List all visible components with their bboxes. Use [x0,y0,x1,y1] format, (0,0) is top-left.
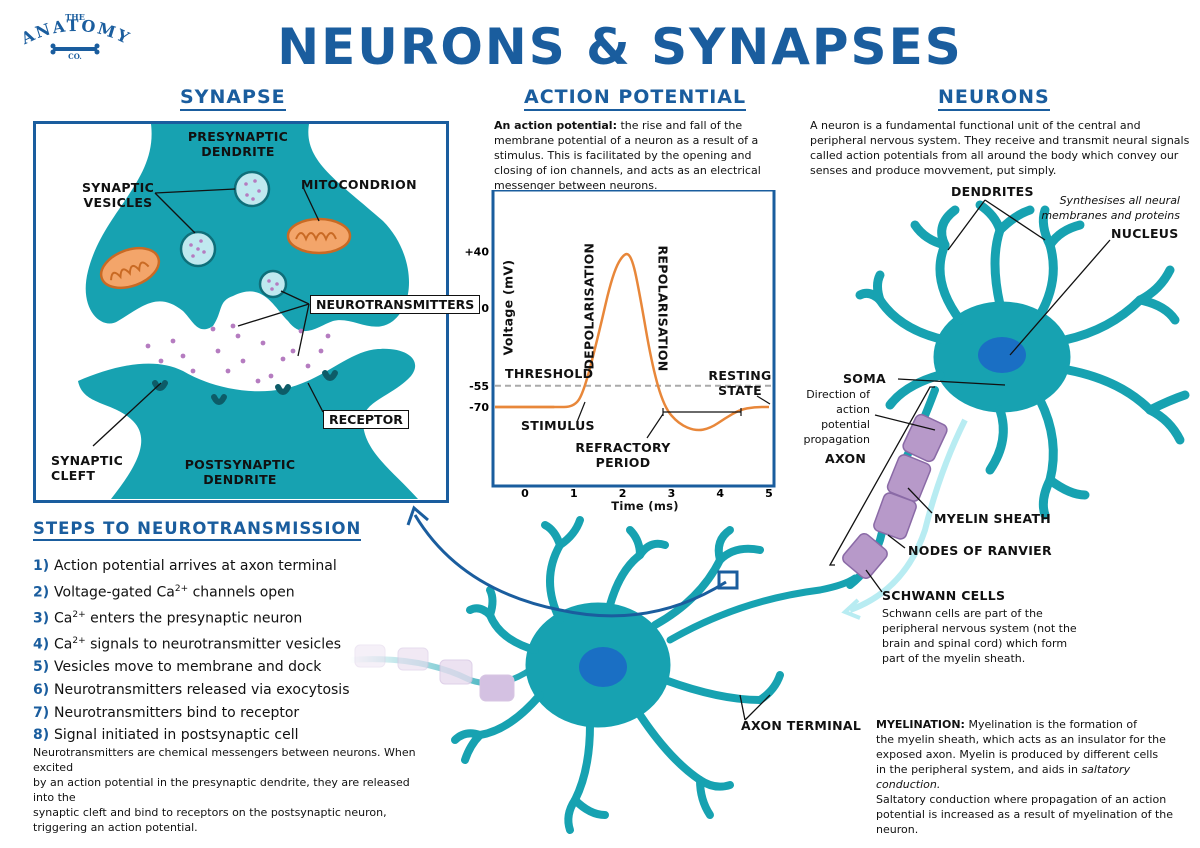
receptors [152,370,338,405]
upper-nucleus [978,337,1026,373]
step-number: 5) [33,659,55,676]
neurotransmitter-dots [145,323,331,384]
neurons-description: A neuron is a fundamental functional uni… [810,119,1190,177]
zoom-arrow [413,514,727,618]
mitocondrion-label: MITOCONDRION [301,177,417,192]
step-number: 3) [33,610,55,627]
dendrites-label: DENDRITES [951,184,1034,199]
anatomy-co-logo: THE ANATOMY CO. [17,8,133,61]
myelin-sheath-label: MYELIN SHEATH [934,511,1052,526]
presynaptic-dendrite [85,124,410,332]
axon-terminal-label: AXON TERMINAL [741,718,862,733]
direction-arrow [848,418,968,613]
myelination-description: MYELINATION: Myelination is the formatio… [876,718,1174,836]
y-tick-label: 0 [481,302,489,315]
soma-label: SOMA [843,371,886,386]
step-item: 7) Neurotransmitters bind to receptor [33,704,300,721]
receptor-label: RECEPTOR [323,410,409,429]
y-tick-label: +40 [465,245,489,258]
svg-text:THE: THE [65,12,85,22]
schwann-cells-label: SCHWANN CELLS [882,588,1006,603]
neurons-title: NEURONS [938,86,1050,111]
step-number: 4) [33,636,55,653]
step-number: 7) [33,704,55,721]
action-potential-description: An action potential: the rise and fall o… [494,119,761,192]
nodes-of-ranvier-label: NODES OF RANVIER [908,543,1052,558]
x-tick-label: 4 [716,487,724,500]
step-item: 2) Voltage-gated Ca2+ channels open [33,583,295,601]
step-item: 8) Signal initiated in postsynaptic cell [33,727,299,744]
x-tick-label: 3 [668,487,676,500]
zoom-box [717,570,739,590]
x-tick-label: 0 [521,487,529,500]
step-number: 8) [33,727,55,744]
y-tick-label: -55 [469,380,489,393]
y-tick-label: -70 [469,401,489,414]
action-potential-title: ACTION POTENTIAL [524,86,747,111]
myelin-sheath-cells [842,413,948,580]
faded-myelin [354,644,515,702]
step-item: 5) Vesicles move to membrane and dock [33,659,322,676]
step-number: 1) [33,558,55,574]
lower-nucleus [579,647,627,687]
step-number: 6) [33,681,55,698]
svg-text:CO.: CO. [68,52,82,60]
stimulus-label: STIMULUS [521,418,595,433]
threshold-label: THRESHOLD [505,366,594,381]
neurotransmitters-label: NEUROTRANSMITTERS [310,295,481,314]
steps-title: STEPS TO NEUROTRANSMISSION [33,519,362,541]
step-item: 3) Ca2+ enters the presynaptic neuron [33,609,303,627]
nucleus-label: NUCLEUS [1111,226,1179,241]
synapse-illustration [33,121,449,503]
steps-footnote: Neurotransmitters are chemical messenger… [33,746,416,834]
steps-list: 1) Action potential arrives at axon term… [33,555,413,747]
step-number: 2) [33,584,55,601]
step-item: 4) Ca2+ signals to neurotransmitter vesi… [33,636,342,653]
action-potential-curve [495,252,769,432]
mitochondria [99,217,352,290]
x-tick-label: 1 [570,487,578,500]
x-tick-label: 2 [619,487,627,500]
step-item: 6) Neurotransmitters released via exocyt… [33,681,350,698]
x-axis-label: Time (ms) [611,499,679,513]
synapse-title: SYNAPSE [180,86,286,111]
x-tick-label: 5 [765,487,773,500]
axon-label: AXON [825,451,867,466]
step-item: 1) Action potential arrives at axon term… [33,558,337,574]
page-title: NEURONS & SYNAPSES [277,18,963,76]
